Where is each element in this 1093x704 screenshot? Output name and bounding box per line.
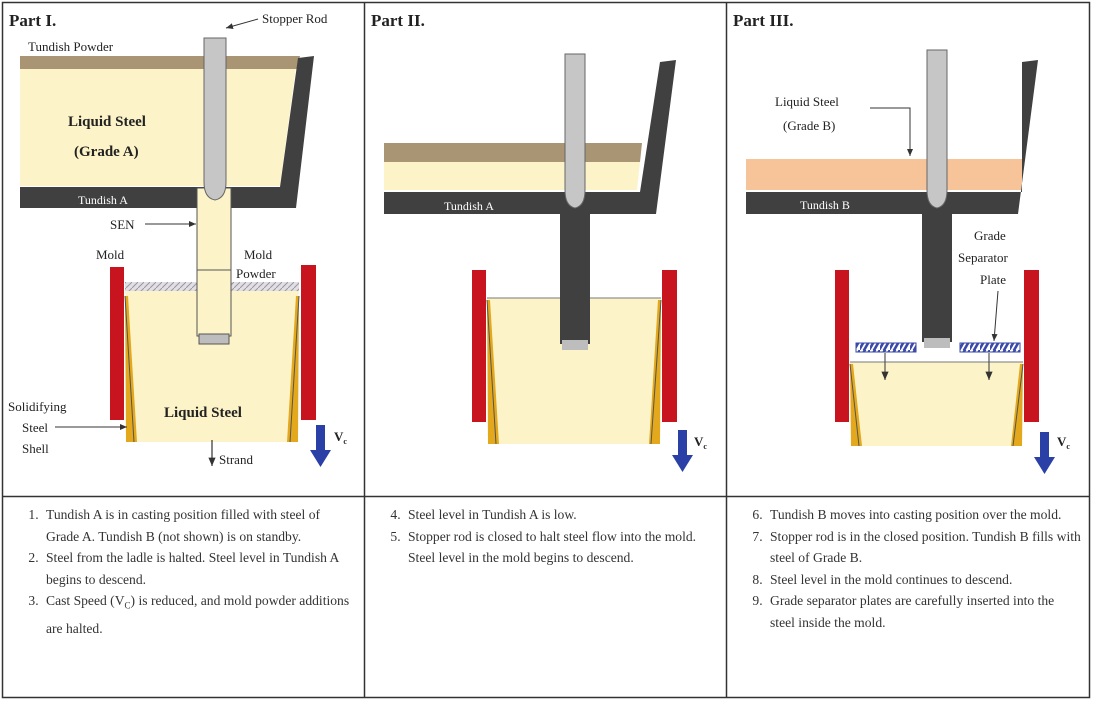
mold-wall-left bbox=[835, 270, 849, 422]
sen-port bbox=[198, 333, 230, 345]
sen-label: SEN bbox=[110, 217, 135, 232]
solidifying-shell-left bbox=[125, 296, 137, 442]
liquid-steel-b-leader bbox=[870, 107, 913, 156]
vc-label: Vc bbox=[694, 434, 707, 451]
tundish-a-label: Tundish A bbox=[78, 193, 128, 207]
part-title: Part I. bbox=[9, 11, 56, 30]
separator-leader bbox=[991, 290, 999, 342]
stopper-rod bbox=[564, 53, 586, 209]
panel-part-1: Part I. Tundish A Tundish Powder Liquid … bbox=[8, 11, 347, 467]
panel-part-3: Part III. Tundish B Liquid Steel (Grade … bbox=[733, 11, 1070, 474]
grade-a-label: (Grade A) bbox=[74, 144, 139, 160]
steps-part-2: Steel level in Tundish A is low. Stopper… bbox=[366, 500, 726, 698]
mold-liquid-steel-label: Liquid Steel bbox=[164, 405, 242, 421]
solidifying-label-2: Steel bbox=[22, 420, 48, 435]
mold-label-left: Mold bbox=[96, 247, 125, 262]
step-item: Stopper rod is closed to halt steel flow… bbox=[404, 526, 718, 569]
tundish-b-wall bbox=[746, 60, 1038, 214]
mold-wall-left bbox=[472, 270, 486, 422]
vc-label: Vc bbox=[1057, 434, 1070, 451]
mold-wall-right bbox=[1024, 270, 1039, 422]
mold-wall-right bbox=[662, 270, 677, 422]
sen-outlet bbox=[562, 340, 588, 350]
tundish-powder-layer bbox=[20, 56, 300, 69]
step-text: ) is reduced, and mold powder additions … bbox=[46, 593, 350, 636]
tundish-powder-label: Tundish Powder bbox=[28, 39, 114, 54]
solidifying-label-3: Shell bbox=[22, 441, 49, 456]
liquid-steel-label: Liquid Steel bbox=[68, 114, 146, 130]
mold-powder-label-1: Mold bbox=[244, 247, 273, 262]
liquid-steel-b-label-2: (Grade B) bbox=[783, 118, 835, 133]
sen-in-mold bbox=[196, 269, 232, 337]
tundish-b-label: Tundish B bbox=[800, 198, 850, 212]
sen-nozzle bbox=[560, 192, 590, 344]
separator-label-3: Plate bbox=[980, 272, 1006, 287]
step-item: Steel from the ladle is halted. Steel le… bbox=[42, 547, 356, 590]
liquid-steel-b-label-1: Liquid Steel bbox=[775, 94, 839, 109]
strand-outline bbox=[486, 299, 662, 445]
part-title: Part II. bbox=[371, 11, 425, 30]
strand-outline bbox=[124, 295, 300, 443]
step-item: Cast Speed (VC) is reduced, and mold pow… bbox=[42, 590, 356, 639]
steps-part-3: Tundish B moves into casting position ov… bbox=[728, 500, 1089, 698]
solidifying-label-1: Solidifying bbox=[8, 399, 67, 414]
strand-label: Strand bbox=[219, 452, 253, 467]
separator-label-2: Separator bbox=[958, 250, 1008, 265]
panel-part-2: Part II. Tundish A Vc bbox=[371, 11, 707, 472]
vc-label: Vc bbox=[334, 429, 347, 446]
separator-plate-left bbox=[855, 342, 917, 353]
tundish-a-liquid-steel bbox=[384, 162, 640, 190]
casting-speed-arrow bbox=[672, 430, 693, 472]
stopper-rod-label: Stopper Rod bbox=[262, 11, 328, 26]
step-item: Stopper rod is in the closed position. T… bbox=[766, 526, 1081, 569]
casting-speed-arrow bbox=[310, 425, 331, 467]
sen-nozzle bbox=[922, 192, 952, 342]
tundish-a-wall bbox=[20, 56, 314, 208]
solidifying-shell-left bbox=[850, 364, 862, 446]
stopper-rod bbox=[926, 49, 948, 209]
tundish-a-liquid-steel bbox=[20, 67, 296, 186]
mold-powder-label-2: Powder bbox=[236, 266, 276, 281]
strand-outline bbox=[849, 363, 1024, 447]
mold-liquid-steel bbox=[850, 362, 1023, 446]
step-item: Tundish A is in casting position filled … bbox=[42, 504, 356, 547]
mold-liquid-steel bbox=[487, 298, 661, 444]
mold-wall-left bbox=[110, 267, 124, 420]
tundish-a-label: Tundish A bbox=[444, 199, 494, 213]
step-item: Tundish B moves into casting position ov… bbox=[766, 504, 1081, 526]
step-subscript: C bbox=[124, 601, 131, 612]
tundish-a-wall bbox=[384, 60, 676, 214]
solidifying-shell-right bbox=[287, 296, 299, 442]
stopper-rod-leader bbox=[225, 18, 259, 29]
steps-part-1: Tundish A is in casting position filled … bbox=[4, 500, 364, 698]
separator-label-1: Grade bbox=[974, 228, 1006, 243]
step-text: Cast Speed (V bbox=[46, 593, 125, 609]
step-item: Steel level in Tundish A is low. bbox=[404, 504, 718, 526]
step-item: Steel level in the mold continues to des… bbox=[766, 569, 1081, 591]
stopper-rod bbox=[203, 37, 227, 201]
sen-outlet bbox=[924, 338, 950, 348]
solidifying-shell-left bbox=[487, 300, 499, 444]
step-item: Grade separator plates are carefully ins… bbox=[766, 590, 1081, 633]
casting-speed-arrow bbox=[1034, 432, 1055, 474]
mold-liquid-steel bbox=[125, 290, 299, 442]
separator-plate-right bbox=[959, 342, 1021, 353]
tundish-powder-layer bbox=[384, 143, 642, 162]
tundish-b-liquid-steel bbox=[746, 159, 1025, 190]
part-title: Part III. bbox=[733, 11, 793, 30]
mold-wall-right bbox=[301, 265, 316, 420]
